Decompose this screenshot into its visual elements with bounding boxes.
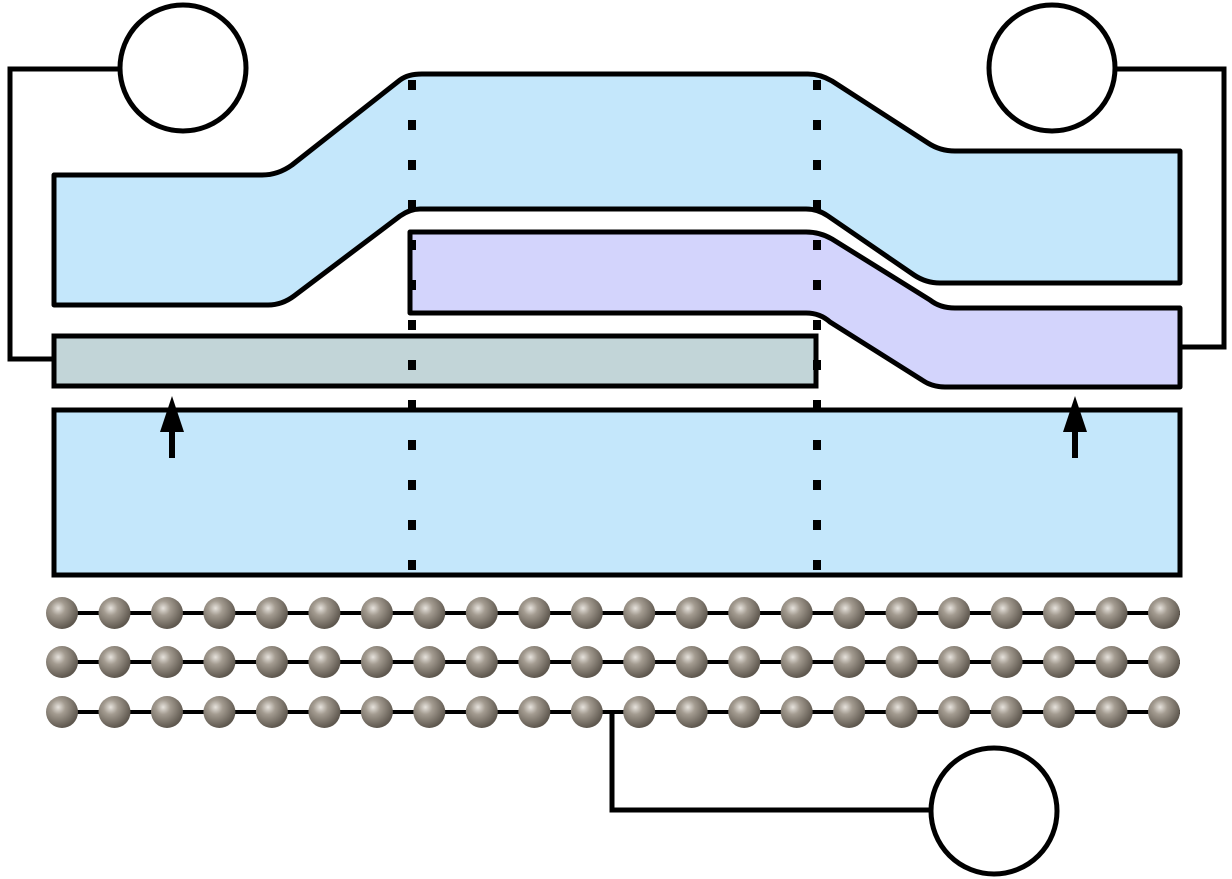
- atom: [675, 696, 708, 728]
- meter-circle-icon: [986, 2, 1118, 134]
- atom: [151, 696, 183, 728]
- atom: [465, 597, 498, 629]
- atom: [98, 597, 131, 629]
- atom: [255, 646, 288, 678]
- atom: [780, 696, 813, 728]
- atom: [833, 696, 866, 728]
- atom: [518, 696, 551, 728]
- atom: [990, 646, 1023, 678]
- atom: [203, 696, 236, 728]
- atom: [780, 597, 813, 629]
- atom: [518, 646, 551, 678]
- atom: [938, 597, 971, 629]
- meter-circle-icon: [117, 2, 249, 134]
- atom: [990, 696, 1023, 728]
- atom: [360, 696, 393, 728]
- atom-lattice: [46, 597, 1180, 728]
- wire-left: [7, 66, 120, 362]
- atom: [308, 696, 341, 728]
- atom: [465, 696, 498, 728]
- atom: [413, 597, 446, 629]
- atom: [938, 646, 971, 678]
- atom: [728, 646, 761, 678]
- atom: [151, 597, 183, 629]
- atom: [1095, 696, 1128, 728]
- atom: [255, 696, 288, 728]
- atom: [833, 646, 866, 678]
- atom: [1095, 597, 1128, 629]
- bottom-substrate: [51, 407, 1183, 578]
- atom: [203, 646, 236, 678]
- gray-bar: [51, 333, 819, 389]
- atom: [833, 597, 866, 629]
- atom: [728, 597, 761, 629]
- atom: [938, 696, 971, 728]
- atom: [1148, 696, 1180, 728]
- atom: [203, 597, 236, 629]
- atom: [98, 696, 131, 728]
- atom: [46, 646, 78, 678]
- atom: [570, 597, 603, 629]
- atom: [570, 646, 603, 678]
- atom: [465, 646, 498, 678]
- atom: [308, 597, 341, 629]
- atom: [360, 646, 393, 678]
- atom: [675, 597, 708, 629]
- up-arrow-icon: [160, 396, 184, 458]
- atom: [623, 646, 656, 678]
- atom: [46, 597, 78, 629]
- atom: [1095, 646, 1128, 678]
- atom: [413, 696, 446, 728]
- atom: [255, 597, 288, 629]
- top-electrode: [51, 71, 1183, 308]
- atom: [1043, 597, 1075, 629]
- atom: [885, 646, 918, 678]
- atom: [1148, 646, 1180, 678]
- wire-bottom: [609, 712, 932, 813]
- wire-right: [1114, 66, 1227, 350]
- atom: [675, 646, 708, 678]
- atom: [570, 696, 603, 728]
- atom: [1148, 597, 1180, 629]
- atom: [780, 646, 813, 678]
- atom: [308, 646, 341, 678]
- atom: [1043, 696, 1075, 728]
- atom: [885, 597, 918, 629]
- atom: [885, 696, 918, 728]
- atom: [990, 597, 1023, 629]
- atom: [623, 597, 656, 629]
- atom: [98, 646, 131, 678]
- atom: [1043, 646, 1075, 678]
- atom: [518, 597, 551, 629]
- middle-layer: [407, 229, 1183, 390]
- atom: [623, 696, 656, 728]
- atom: [413, 646, 446, 678]
- up-arrow-icon: [1063, 396, 1087, 458]
- meter-circle-icon: [928, 745, 1060, 877]
- atom: [360, 597, 393, 629]
- atom: [46, 696, 78, 728]
- atom: [728, 696, 761, 728]
- atom: [151, 646, 183, 678]
